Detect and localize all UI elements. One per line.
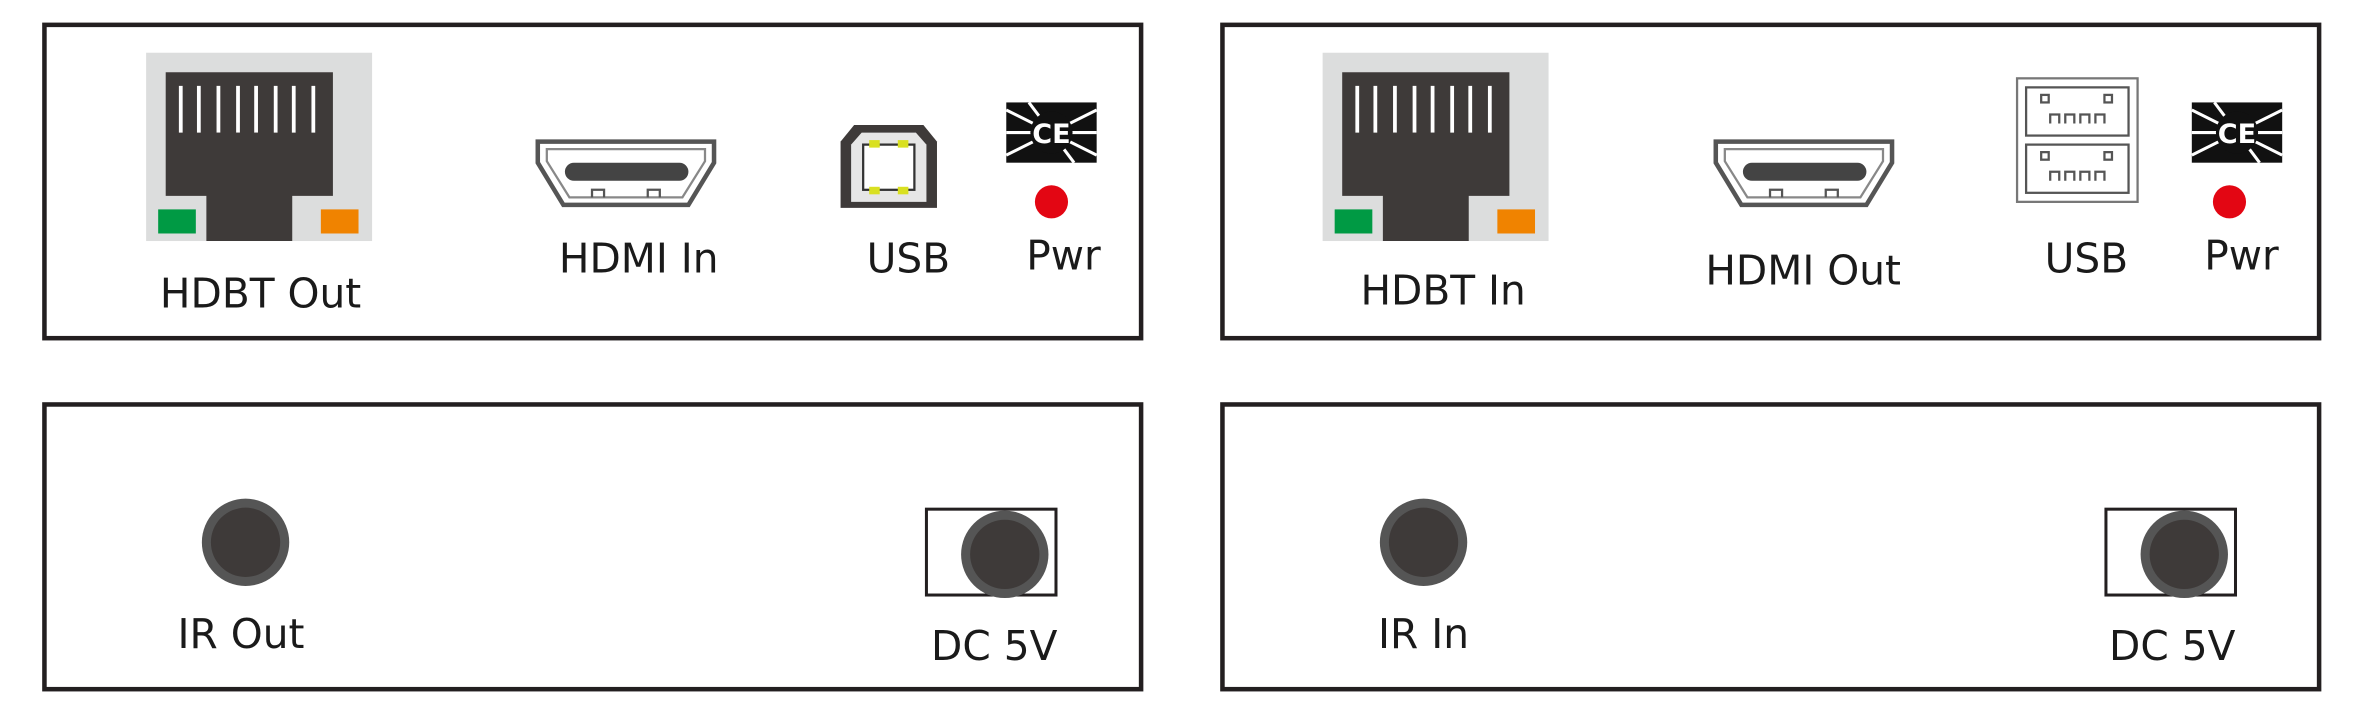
hdbt-in-label: HDBT In (1360, 268, 1526, 315)
hdmi-port-icon (535, 139, 717, 208)
dc-5v-label: DC 5V (2109, 623, 2236, 671)
ce-mark-icon: CE (1005, 101, 1098, 164)
ir-out-label: IR Out (177, 611, 305, 659)
dc-power-jack-icon (961, 510, 1049, 599)
ir-jack-icon (201, 498, 290, 586)
activity-led (320, 209, 359, 234)
ce-mark-icon: CE (2191, 101, 2283, 164)
usb-b-port-icon (840, 125, 937, 208)
activity-led (1497, 209, 1536, 234)
rj45-port-icon (146, 52, 373, 242)
link-led (1334, 209, 1373, 234)
power-led-icon (1034, 185, 1069, 219)
pwr-label: Pwr (2204, 233, 2279, 281)
ir-jack-icon (1379, 498, 1468, 586)
usb-a-dual-port-icon (2015, 77, 2139, 203)
usb-label: USB (866, 236, 951, 284)
svg-text:CE: CE (1032, 119, 1070, 150)
link-led (158, 209, 196, 234)
svg-text:CE: CE (2218, 119, 2256, 150)
rj45-port-icon (1322, 52, 1549, 242)
hdmi-in-label: HDMI In (558, 236, 719, 284)
usb-label: USB (2044, 236, 2129, 284)
power-led-icon (2212, 185, 2247, 219)
hdbt-out-label: HDBT Out (159, 271, 362, 318)
ir-in-label: IR In (1378, 611, 1470, 659)
hdmi-out-label: HDMI Out (1705, 248, 1901, 296)
dc-power-jack-icon (2140, 510, 2228, 599)
pwr-label: Pwr (1026, 233, 1101, 281)
dc-5v-label: DC 5V (931, 623, 1058, 671)
hdmi-port-icon (1713, 139, 1895, 208)
